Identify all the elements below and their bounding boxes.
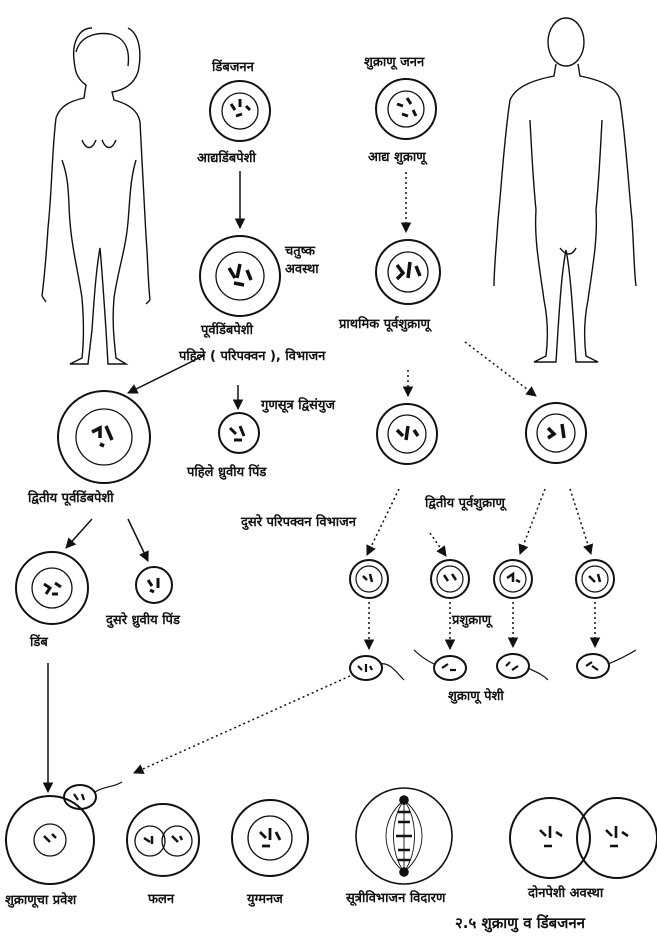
label-sperm-cell: शुक्राणू पेशी (448, 690, 504, 703)
label-first-division: पहिले ( परिपक्वन ), विभाजन (179, 350, 325, 363)
label-oogenesis: डिंबजनन (212, 61, 254, 74)
sperm-entry-cell (6, 782, 122, 884)
primary-oocyte-cell (200, 236, 280, 316)
zygote-cell (232, 800, 308, 876)
two-cell-stage (510, 798, 657, 878)
sperm-cell-3 (497, 654, 548, 680)
spermatid-cell-4 (576, 560, 614, 598)
first-polar-body-cell (219, 413, 259, 453)
spermatid-cell-1 (350, 560, 388, 598)
label-secondary-spermatocyte: द्वितीय पूर्वशुक्राणू (425, 497, 505, 510)
mitosis-cell (356, 788, 452, 884)
label-chromosome-pairing: गुणसूत्र द्विसंयुज (261, 399, 335, 412)
label-spermatid: प्रशुक्राणू (452, 614, 491, 627)
label-mitosis-separation: सूत्रीविभाजन विदारण (346, 892, 445, 905)
label-two-cell-stage: दोनपेशी अवस्था (528, 887, 603, 900)
secondary-spermatocyte-cell-2 (526, 403, 586, 463)
oogonium-cell (210, 81, 270, 141)
label-spermatogenesis: शुक्राणू जनन (364, 56, 424, 69)
spermatid-cell-2 (431, 560, 469, 598)
spermatogonium-cell (376, 79, 436, 139)
label-zygote: युग्मनज (247, 893, 283, 906)
solid-arrows (48, 171, 240, 792)
male-figure (494, 18, 636, 362)
ovum-cell (16, 552, 88, 624)
label-first-polar-body: पहिले ध्रुवीय पिंड (187, 466, 266, 479)
label-tetrad-stage: चतुष्क अवस्था (285, 243, 345, 278)
secondary-spermatocyte-cell-1 (377, 404, 437, 464)
label-ovum: डिंब (30, 636, 48, 649)
label-oogonium: आद्यडिंबपेशी (197, 152, 256, 165)
label-primary-oocyte: पूर्वडिंबपेशी (201, 324, 253, 337)
sperm-cell-1 (350, 656, 404, 680)
female-figure (42, 28, 150, 364)
sperm-cell-2 (414, 650, 466, 680)
secondary-oocyte-cell (58, 391, 150, 483)
figure-caption: २.५ शुक्राणु व डिंबजनन (455, 916, 585, 931)
second-polar-body-cell (136, 567, 172, 603)
label-second-polar-body: दुसरे ध्रुवीय पिंड (106, 614, 180, 627)
label-spermatogonium: आद्य शुक्राणू (368, 151, 426, 164)
label-fertilization: फलन (148, 893, 174, 906)
sperm-cell-4 (577, 650, 636, 678)
label-sperm-entry: शुक्राणूचा प्रवेश (5, 894, 76, 907)
fertilization-cell (127, 804, 199, 876)
spermatid-cell-3 (494, 560, 532, 598)
primary-spermatocyte-cell (376, 240, 440, 304)
label-secondary-oocyte: द्वितीय पूर्वडिंबपेशी (28, 492, 114, 505)
label-primary-spermatocyte: प्राथमिक पूर्वशुक्राणू (339, 318, 430, 331)
label-second-division: दुसरे परिपक्वन विभाजन (241, 516, 356, 529)
